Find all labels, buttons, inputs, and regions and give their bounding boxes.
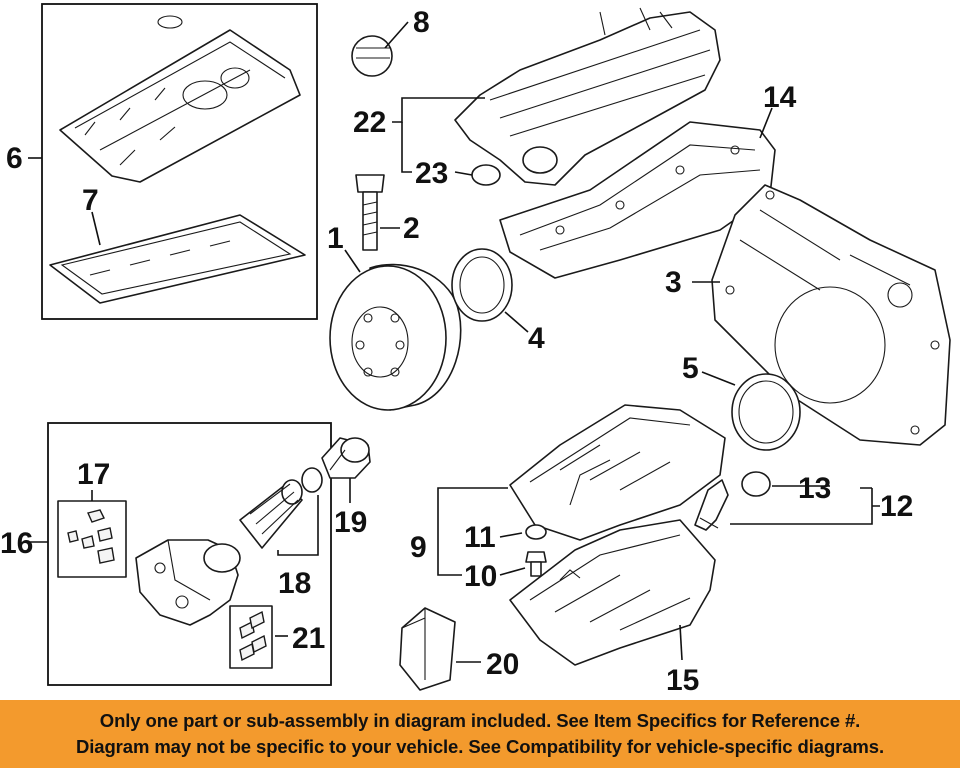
front-seal-part — [451, 248, 513, 322]
callout-1: 1 — [327, 222, 344, 255]
diagram-svg: 6 7 8 22 23 14 2 1 4 3 5 9 11 10 13 12 1… — [0, 3, 951, 697]
oil-level-sensor-part — [694, 479, 729, 531]
clip-kit-part — [229, 605, 273, 669]
intake-manifold-part — [454, 7, 721, 186]
callout-5: 5 — [682, 352, 699, 385]
callout-labels: 6 7 8 22 23 14 2 1 4 3 5 9 11 10 13 12 1… — [0, 6, 913, 697]
rear-seal-part — [731, 373, 801, 451]
disclaimer-line-1: Only one part or sub-assembly in diagram… — [99, 710, 861, 731]
callout-15: 15 — [666, 664, 699, 697]
callout-17: 17 — [77, 458, 110, 491]
callout-10: 10 — [464, 560, 497, 593]
callout-9: 9 — [410, 531, 427, 564]
parts-diagram: 6 7 8 22 23 14 2 1 4 3 5 9 11 10 13 12 1… — [0, 3, 951, 697]
callout-19: 19 — [334, 506, 367, 539]
callout-8: 8 — [413, 6, 430, 39]
washer-part — [525, 524, 547, 540]
o-ring-part — [471, 164, 501, 186]
disclaimer-banner: Only one part or sub-assembly in diagram… — [0, 700, 960, 768]
oil-filler-cap-part — [351, 35, 393, 77]
shield-part — [399, 607, 456, 691]
oil-filter-cap-part — [321, 437, 371, 479]
callout-2: 2 — [403, 212, 420, 245]
leader-lines — [28, 21, 880, 663]
callout-21: 21 — [292, 622, 325, 655]
upper-oil-pan-part — [509, 404, 726, 541]
lower-oil-pan-part — [509, 519, 716, 666]
filter-o-ring-part — [301, 467, 323, 493]
seal-kit-part — [57, 500, 127, 578]
callout-23: 23 — [415, 157, 448, 190]
callout-12: 12 — [880, 490, 913, 523]
callout-3: 3 — [665, 266, 682, 299]
timing-cover-part — [711, 184, 951, 446]
callout-16: 16 — [0, 527, 33, 560]
valve-cover-gasket-part — [49, 214, 306, 304]
oil-filter-housing-part — [135, 539, 241, 626]
callout-6: 6 — [6, 142, 23, 175]
sensor-cap-part — [741, 471, 771, 497]
callout-13: 13 — [798, 472, 831, 505]
callout-11: 11 — [464, 521, 496, 554]
callout-4: 4 — [528, 322, 545, 355]
callout-7: 7 — [82, 184, 99, 217]
oil-filter-group-box — [47, 422, 332, 686]
bolt-part — [355, 174, 385, 251]
valve-cover-part — [59, 15, 301, 183]
oil-filter-element-part — [239, 479, 303, 549]
valve-cover-group-box — [41, 3, 318, 320]
callout-18: 18 — [278, 567, 311, 600]
disclaimer-line-2: Diagram may not be specific to your vehi… — [75, 736, 885, 757]
damper-pulley-part — [329, 263, 462, 411]
callout-22: 22 — [353, 106, 386, 139]
callout-14: 14 — [763, 81, 797, 114]
callout-20: 20 — [486, 648, 519, 681]
drain-plug-part — [525, 551, 547, 577]
